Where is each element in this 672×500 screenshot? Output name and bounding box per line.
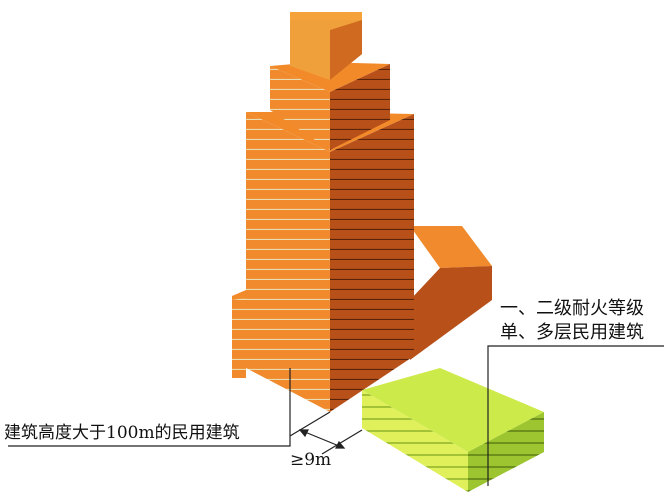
low-rise-building <box>362 368 544 492</box>
leader-lines <box>8 345 664 486</box>
high-rise-tower <box>246 112 414 412</box>
tower-cap <box>290 12 362 80</box>
low-rise-label-line2: 单、多层民用建筑 <box>500 322 644 343</box>
distance-label: ≥9m <box>290 450 332 470</box>
distance-dimension <box>289 411 363 455</box>
low-rise-label-line1: 一、二级耐火等级 <box>500 298 644 319</box>
high-rise-label: 建筑高度大于100m的民用建筑 <box>4 423 240 443</box>
podium-wing <box>232 226 492 378</box>
